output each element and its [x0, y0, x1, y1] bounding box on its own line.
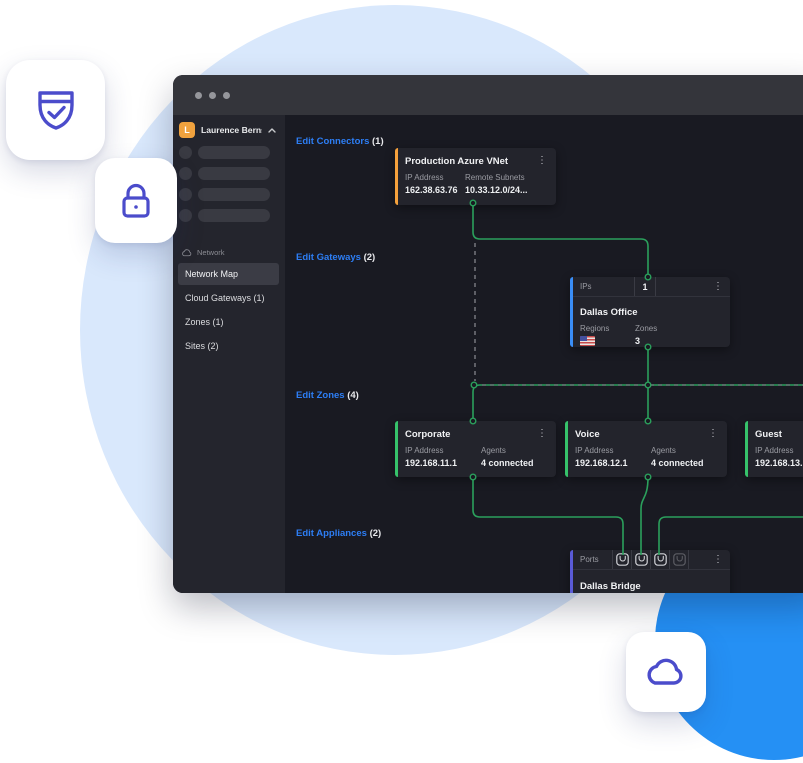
- edit-connectors-link[interactable]: Edit Connectors (1): [296, 136, 384, 147]
- sidebar-item-zones[interactable]: Zones (1): [185, 317, 224, 327]
- card-title: Corporate: [405, 429, 451, 440]
- cloud-card: [626, 632, 706, 712]
- lock-card: [95, 158, 177, 243]
- zone-card-voice[interactable]: Voice ⋮ IP Address 192.168.12.1 Agents 4…: [565, 421, 727, 477]
- card-accent: [565, 421, 568, 477]
- zones-label: Zones: [635, 324, 658, 333]
- edit-gateways-link[interactable]: Edit Gateways (2): [296, 252, 375, 263]
- kebab-menu-icon[interactable]: ⋮: [713, 553, 723, 565]
- ip-address-label: IP Address: [575, 446, 614, 455]
- port-icon-disconnected[interactable]: [670, 550, 688, 569]
- avatar: L: [179, 122, 195, 138]
- ip-address-value: 192.168.13.1: [755, 458, 803, 468]
- skeleton-circle: [179, 209, 192, 222]
- card-accent: [570, 277, 573, 347]
- port-icon[interactable]: [651, 550, 669, 569]
- kebab-menu-icon[interactable]: ⋮: [537, 428, 547, 439]
- skeleton-circle: [179, 188, 192, 201]
- skeleton-row: [179, 209, 276, 222]
- ip-address-label: IP Address: [755, 446, 794, 455]
- ports-label: Ports: [580, 555, 599, 564]
- edit-gateways-label: Edit Gateways: [296, 252, 361, 263]
- kebab-menu-icon[interactable]: ⋮: [537, 155, 547, 166]
- agents-value: 4 connected: [651, 458, 704, 468]
- edit-appliances-count: (2): [369, 528, 382, 539]
- edit-gateways-count: (2): [363, 252, 376, 263]
- agents-label: Agents: [651, 446, 676, 455]
- sidebar-item-network-map[interactable]: Network Map: [178, 263, 279, 285]
- ip-address-label: IP Address: [405, 173, 444, 182]
- network-map-canvas[interactable]: Edit Connectors (1) Edit Gateways (2) Ed…: [285, 115, 803, 593]
- ips-label: IPs: [580, 282, 592, 291]
- skeleton-circle: [179, 167, 192, 180]
- skeleton-bar: [198, 167, 270, 180]
- shield-check-icon: [37, 91, 74, 130]
- window-controls[interactable]: [195, 91, 237, 99]
- edit-zones-count: (4): [347, 390, 359, 401]
- skeleton-row: [179, 146, 276, 159]
- edit-appliances-label: Edit Appliances: [296, 528, 367, 539]
- window-control-dot[interactable]: [195, 91, 202, 99]
- card-accent: [745, 421, 748, 477]
- skeleton-bar: [198, 209, 270, 222]
- skeleton-row: [179, 167, 276, 180]
- user-name: Laurence Bernste...: [201, 125, 262, 135]
- skeleton-bar: [198, 188, 270, 201]
- window-titlebar: [173, 75, 803, 115]
- edit-zones-label: Edit Zones: [296, 390, 345, 401]
- window-control-dot[interactable]: [209, 91, 216, 99]
- sidebar-item-cloud-gateways[interactable]: Cloud Gateways (1): [185, 293, 265, 303]
- edit-connectors-count: (1): [372, 136, 384, 147]
- skeleton-row: [179, 188, 276, 201]
- cloud-icon: [182, 248, 192, 256]
- zone-card-guest[interactable]: Guest IP Address 192.168.13.1: [745, 421, 803, 477]
- kebab-menu-icon[interactable]: ⋮: [713, 280, 723, 292]
- edit-appliances-link[interactable]: Edit Appliances (2): [296, 528, 381, 539]
- window-control-dot[interactable]: [223, 91, 230, 99]
- connector-card-production-azure-vnet[interactable]: Production Azure VNet ⋮ IP Address 162.3…: [395, 148, 556, 205]
- skeleton-circle: [179, 146, 192, 159]
- regions-label: Regions: [580, 324, 610, 333]
- zones-value: 3: [635, 336, 641, 346]
- port-icon[interactable]: [613, 550, 631, 569]
- cloud-icon: [647, 658, 683, 685]
- shield-badge-card: [6, 60, 105, 160]
- agents-value: 4 connected: [481, 458, 534, 468]
- sidebar-item-sites[interactable]: Sites (2): [185, 341, 219, 351]
- remote-subnets-label: Remote Subnets: [465, 173, 525, 182]
- chevron-up-icon: [268, 127, 276, 133]
- ip-address-value: 162.38.63.76: [405, 185, 458, 195]
- edit-connectors-label: Edit Connectors: [296, 136, 370, 147]
- ip-address-value: 192.168.11.1: [405, 458, 458, 468]
- zone-card-corporate[interactable]: Corporate ⋮ IP Address 192.168.11.1 Agen…: [395, 421, 556, 477]
- card-title: Dallas Office: [580, 307, 638, 318]
- gateway-card-dallas-office[interactable]: IPs 1 ⋮ Dallas Office Regions Z: [570, 277, 730, 347]
- card-title: Dallas Bridge: [580, 581, 641, 592]
- card-title: Guest: [755, 429, 782, 440]
- card-title: Production Azure VNet: [405, 156, 509, 167]
- ips-count: 1: [642, 281, 648, 292]
- ip-address-value: 192.168.12.1: [575, 458, 628, 468]
- skeleton-bar: [198, 146, 270, 159]
- sidebar: L Laurence Bernste...: [173, 115, 285, 593]
- us-flag-icon: [580, 336, 595, 346]
- network-section-header: Network: [181, 248, 276, 257]
- edit-zones-link[interactable]: Edit Zones (4): [296, 390, 359, 401]
- card-accent: [395, 148, 398, 205]
- appliance-card-dallas-bridge[interactable]: Ports: [570, 550, 730, 593]
- ip-address-label: IP Address: [405, 446, 444, 455]
- remote-subnets-value: 10.33.12.0/24...: [465, 185, 528, 195]
- card-accent: [570, 550, 573, 593]
- port-icon[interactable]: [632, 550, 650, 569]
- card-accent: [395, 421, 398, 477]
- app-window: L Laurence Bernste...: [173, 75, 803, 593]
- user-menu[interactable]: L Laurence Bernste...: [179, 122, 276, 138]
- network-section-label: Network: [197, 248, 225, 257]
- card-title: Voice: [575, 429, 600, 440]
- lock-icon: [122, 183, 150, 218]
- kebab-menu-icon[interactable]: ⋮: [708, 428, 718, 439]
- agents-label: Agents: [481, 446, 506, 455]
